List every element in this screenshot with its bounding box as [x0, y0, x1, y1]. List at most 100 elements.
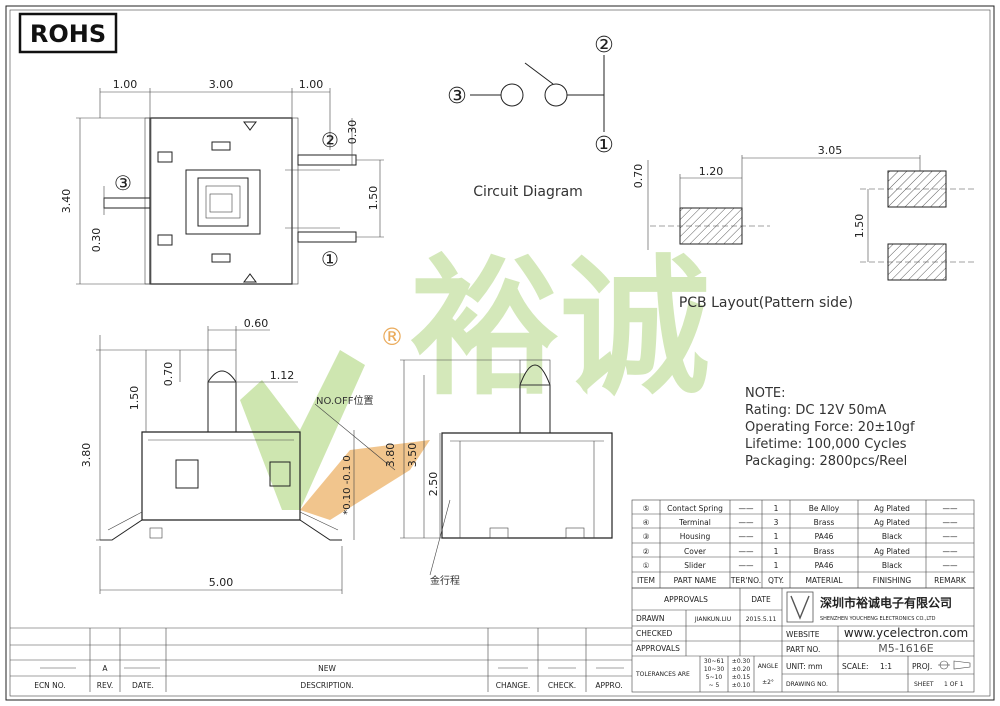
svg-text:Black: Black: [882, 532, 903, 541]
dim-top-left-1-00: 1.00: [113, 78, 138, 91]
svg-text:①: ①: [643, 561, 650, 570]
notes-heading: NOTE:: [745, 386, 786, 401]
front-dim-3-50: 3.50: [406, 443, 419, 468]
dim-top-right-1-00: 1.00: [299, 78, 324, 91]
bom-row-5: ⑤ Contact Spring —— 1 Be Alloy Ag Plated…: [643, 504, 958, 513]
tb-tolerances-label: TOLERANCES ARE: [635, 671, 690, 678]
svg-text:Be Alloy: Be Alloy: [809, 504, 840, 513]
title-block: APPROVALS DATE DRAWN JIANKUN.LIU 2015.5.…: [631, 587, 975, 693]
svg-text:Ag Plated: Ag Plated: [874, 518, 910, 527]
svg-text:Contact Spring: Contact Spring: [667, 504, 723, 513]
side-dim-tolerance: *0.10 -0.1 0: [342, 455, 353, 515]
svg-text:——: ——: [943, 518, 959, 527]
circuit-title: Circuit Diagram: [473, 184, 583, 200]
circuit-node-1: ①: [594, 133, 614, 158]
side-view-slider: [207, 381, 237, 433]
svg-text:——: ——: [739, 561, 755, 570]
company-name-cn: 深圳市裕诚电子有限公司: [820, 595, 952, 610]
pcb-dim-0-70: 0.70: [632, 164, 645, 189]
side-dim-5-00: 5.00: [209, 576, 234, 589]
svg-text:Ag Plated: Ag Plated: [874, 504, 910, 513]
svg-text:——: ——: [943, 532, 959, 541]
svg-text:⑤: ⑤: [643, 504, 650, 513]
dim-pin-pitch-1-50: 1.50: [367, 186, 380, 211]
circuit-contact-left: [500, 83, 524, 107]
watermark-swoosh: [300, 440, 430, 520]
bom-header-row: ITEM PART NAME TER'NO. QTY. MATERIAL FIN…: [637, 576, 967, 585]
side-dim-1-12: 1.12: [270, 369, 295, 382]
side-dim-3-80: 3.80: [80, 443, 93, 468]
top-view: 1.00 3.00 1.00 3.40 1.50 0.30 0.30 ② ③ ①: [60, 78, 384, 285]
rev-header-date: DATE.: [132, 681, 154, 690]
note-operating-force: Operating Force: 20±10gf: [745, 420, 915, 435]
rev-header-appro: APPRO.: [595, 681, 622, 690]
tb-date-header: DATE: [751, 595, 771, 604]
pin-label-3: ③: [114, 171, 132, 195]
bom-row-3: ③ Housing —— 1 PA46 Black ——: [643, 532, 958, 541]
note-rating: Rating: DC 12V 50mA: [745, 403, 886, 418]
bom-row-2: ② Cover —— 1 Brass Ag Plated ——: [643, 547, 958, 556]
svg-text:Brass: Brass: [814, 547, 835, 556]
company-logo: [786, 591, 814, 623]
tb-proj-label: PROJ.: [912, 662, 932, 671]
svg-text:10~30: 10~30: [704, 666, 724, 673]
top-view-actuator-frame: [185, 169, 261, 235]
dim-pin-width-0-30-left: 0.30: [90, 228, 103, 253]
svg-text:——: ——: [943, 561, 959, 570]
note-packaging: Packaging: 2800pcs/Reel: [745, 454, 907, 469]
svg-text:3: 3: [774, 518, 779, 527]
tb-angle-value: ±2°: [762, 679, 774, 686]
top-view-body: [149, 117, 293, 285]
rev-header-check: CHECK.: [548, 681, 576, 690]
revision-block: A NEW ECN NO. REV. DATE. DESCRIPTION. CH…: [10, 627, 632, 692]
svg-text:30~61: 30~61: [704, 658, 724, 665]
projection-symbol-icon: [938, 660, 971, 670]
svg-text:——: ——: [943, 547, 959, 556]
rev-a: A: [102, 664, 108, 673]
pin-label-1: ①: [321, 247, 339, 271]
tb-drawn-date: 2015.5.11: [746, 616, 777, 623]
svg-text:~ 5: ~ 5: [709, 682, 720, 689]
svg-text:PART NAME: PART NAME: [674, 576, 717, 585]
company-name-en: SHENZHEN YOUCHENG ELECTRONICS CO.,LTD: [820, 616, 936, 622]
bom-row-4: ④ Terminal —— 3 Brass Ag Plated ——: [643, 518, 958, 527]
svg-text:②: ②: [643, 547, 650, 556]
rev-header-change: CHANGE.: [496, 681, 531, 690]
top-view-actuator: [197, 177, 249, 227]
svg-text:±0.10: ±0.10: [732, 682, 751, 689]
svg-text:QTY.: QTY.: [768, 576, 784, 585]
svg-text:——: ——: [739, 518, 755, 527]
sheet-inner-border: [9, 9, 991, 697]
company-watermark: 裕诚 ®: [240, 242, 710, 520]
rohs-text: ROHS: [30, 20, 106, 48]
rev-a-description: NEW: [318, 664, 336, 673]
pcb-dim-1-50: 1.50: [853, 214, 866, 239]
svg-text:5~10: 5~10: [706, 674, 723, 681]
svg-text:MATERIAL: MATERIAL: [805, 576, 843, 585]
svg-text:Ag Plated: Ag Plated: [874, 547, 910, 556]
pcb-dim-1-20: 1.20: [699, 165, 724, 178]
tb-website: www.ycelectron.com: [844, 626, 968, 640]
svg-text:——: ——: [739, 532, 755, 541]
dim-pin-width-0-30-right: 0.30: [346, 120, 359, 145]
side-view: 3.80 1.50 0.70 0.60 1.12 NO.OFF位置 *0.10 …: [80, 317, 396, 594]
svg-text:1: 1: [774, 561, 779, 570]
front-callout-travel: 金行程: [430, 574, 460, 587]
svg-text:±0.30: ±0.30: [732, 658, 751, 665]
svg-text:——: ——: [739, 504, 755, 513]
svg-text:Terminal: Terminal: [678, 518, 711, 527]
rev-header-ecn: ECN NO.: [34, 681, 66, 690]
notes: NOTE: Rating: DC 12V 50mA Operating Forc…: [745, 386, 915, 469]
circuit-node-3: ③: [447, 84, 467, 109]
circuit-switch-lever: [524, 62, 554, 85]
svg-text:FINISHING: FINISHING: [873, 576, 912, 585]
front-dim-3-80: 3.80: [384, 443, 397, 468]
rohs-badge: [18, 12, 118, 54]
side-dim-0-60: 0.60: [244, 317, 269, 330]
tb-part-no-label: PART NO.: [786, 645, 820, 654]
side-dim-0-70: 0.70: [162, 362, 175, 387]
svg-text:TER'NO.: TER'NO.: [730, 576, 761, 585]
svg-text:Black: Black: [882, 561, 903, 570]
